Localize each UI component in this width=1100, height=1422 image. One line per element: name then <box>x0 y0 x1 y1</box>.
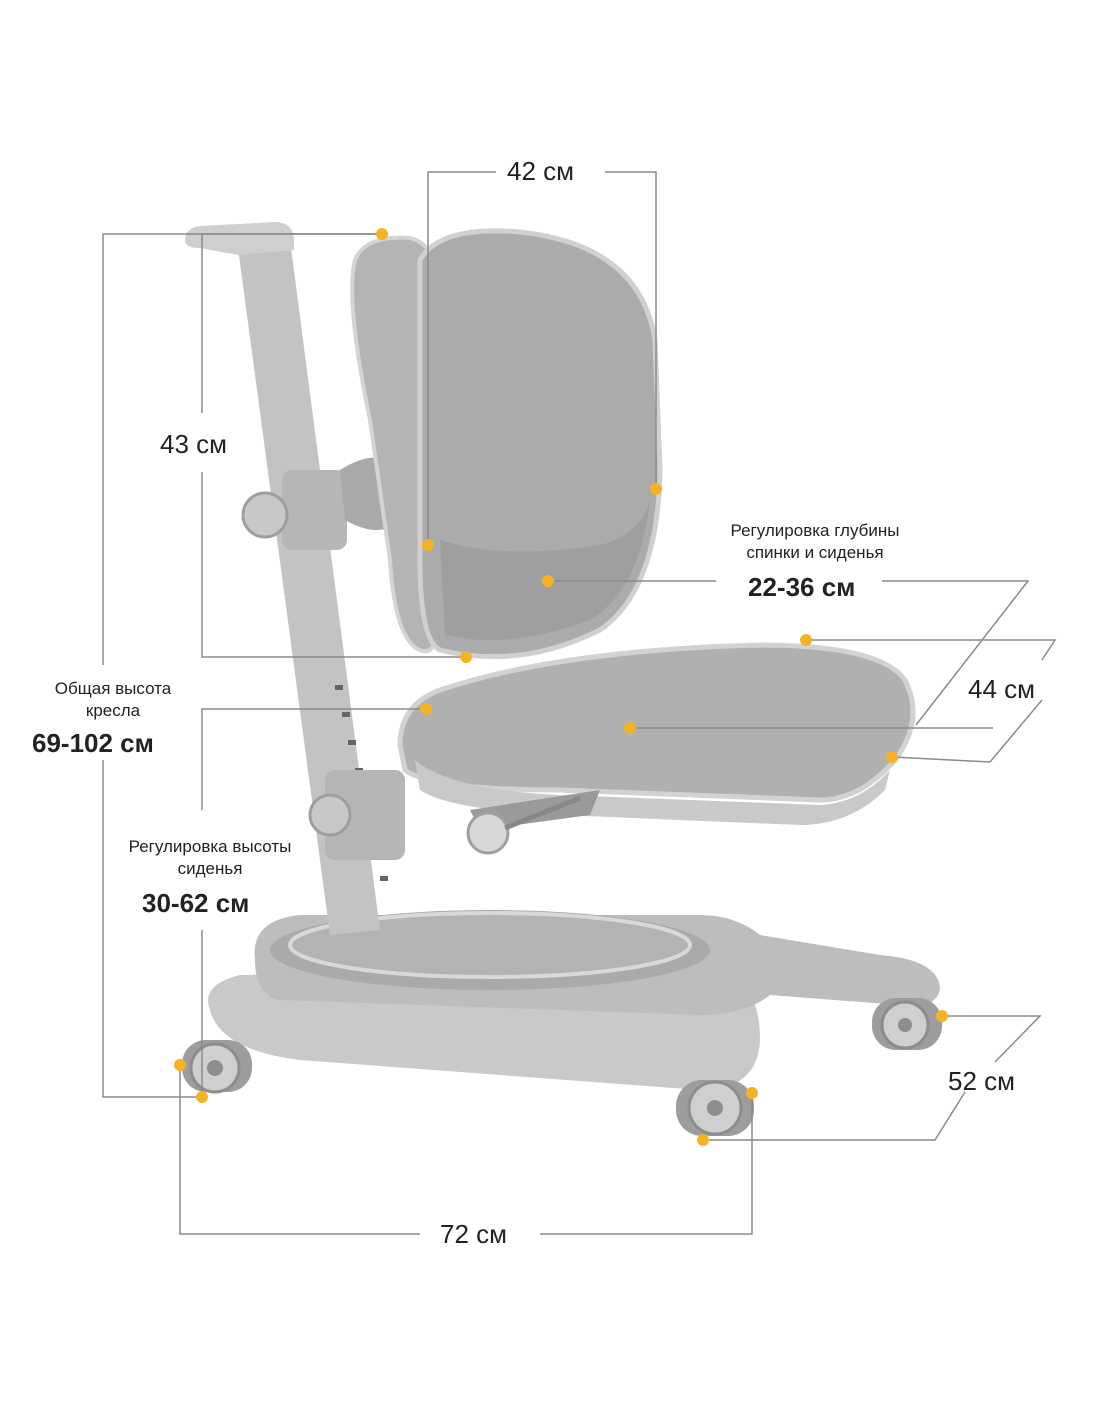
backrest-height-label: 43 см <box>160 429 228 459</box>
chair-backrest <box>350 228 663 660</box>
marker-dot <box>422 539 434 551</box>
backrest-width-label: 42 см <box>507 156 575 186</box>
measurement-markers <box>174 228 948 1146</box>
chair-base <box>208 910 940 1090</box>
depth-adjust-value: 22-36 см <box>748 572 856 602</box>
marker-dot <box>376 228 388 240</box>
marker-dot <box>196 1091 208 1103</box>
total-height-caption: Общая высота кресла <box>54 679 172 720</box>
marker-dot <box>420 703 432 715</box>
seat-depth-label: 44 см <box>968 674 1036 704</box>
marker-dot <box>624 722 636 734</box>
seat-height-caption: Регулировка высоты сиденья <box>128 837 292 878</box>
marker-dot <box>460 651 472 663</box>
total-height-value: 69-102 см <box>32 728 154 758</box>
depth-adjust-caption: Регулировка глубины спинки и сиденья <box>730 521 900 562</box>
caster-back-right <box>872 998 942 1050</box>
chair-seat <box>397 642 916 855</box>
marker-dot <box>650 483 662 495</box>
chair-column <box>185 222 405 935</box>
marker-dot <box>174 1059 186 1071</box>
caster-front-left <box>182 1040 252 1094</box>
base-width-label: 72 см <box>440 1219 508 1249</box>
caster-front-right <box>676 1080 754 1136</box>
marker-dot <box>697 1134 709 1146</box>
seat-height-value: 30-62 см <box>142 888 250 918</box>
marker-dot <box>800 634 812 646</box>
marker-dot <box>542 575 554 587</box>
dimension-lines <box>102 171 1057 1235</box>
marker-dot <box>886 751 898 763</box>
marker-dot <box>936 1010 948 1022</box>
base-depth-label: 52 см <box>948 1066 1016 1096</box>
marker-dot <box>746 1087 758 1099</box>
